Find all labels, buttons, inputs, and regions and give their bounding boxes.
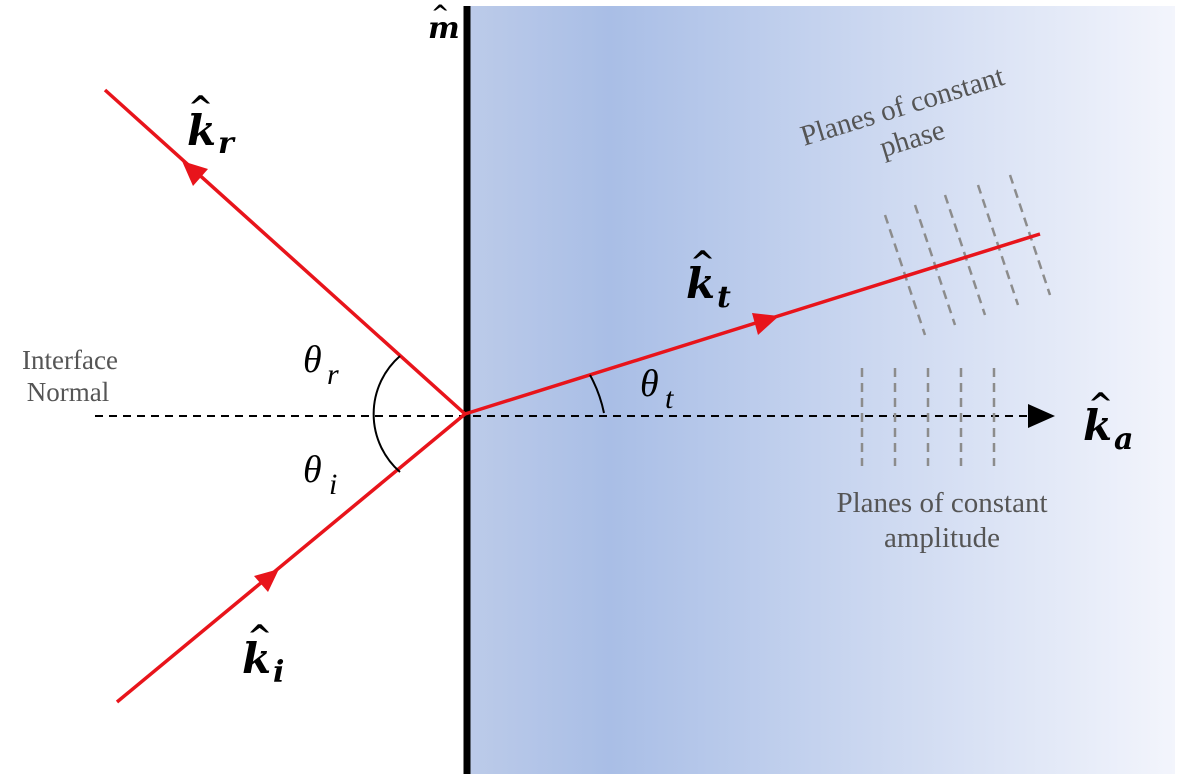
incident-arrowhead — [254, 569, 279, 592]
planes-of-constant-amplitude — [860, 368, 996, 466]
theta-t-subscript: t — [665, 382, 674, 415]
k-r-subscript: r — [218, 126, 236, 161]
theta-t-arc — [589, 374, 605, 414]
theta-t-label: θ — [640, 363, 659, 405]
k-i-caret: ^ — [247, 619, 272, 654]
k-a-caret: ^ — [1088, 387, 1113, 422]
transmitted-arrowhead — [752, 313, 779, 335]
theta-ri-arc — [372, 355, 401, 473]
interface-normal-text-line2: Normal — [27, 377, 109, 407]
absorbing-medium — [468, 6, 1175, 774]
k-t-label: k — [686, 259, 715, 308]
reflected-arrowhead — [182, 161, 208, 186]
theta-r-subscript: r — [327, 358, 339, 391]
m-hat-label: m — [428, 11, 460, 46]
amplitude-caption-line1: Planes of constant — [836, 487, 1047, 519]
k-r-label: k — [187, 106, 216, 155]
k-a-subscript: a — [1114, 422, 1133, 457]
m-hat-caret: ^ — [431, 1, 449, 27]
amplitude-caption-line2: amplitude — [884, 522, 1000, 554]
interface-normal-text-line1: Interface — [22, 345, 118, 375]
k-t-caret: ^ — [690, 245, 715, 280]
transmitted-ray — [464, 232, 1041, 416]
k-i-label: k — [242, 634, 271, 683]
theta-i-label: θ — [303, 449, 322, 491]
incident-ray — [115, 412, 467, 704]
k-i-subscript: i — [273, 655, 284, 690]
k-a-arrowhead — [1028, 404, 1055, 428]
reflected-ray — [103, 88, 467, 416]
theta-i-subscript: i — [329, 468, 337, 501]
k-a-label: k — [1083, 401, 1112, 450]
k-r-caret: ^ — [188, 90, 213, 125]
k-t-subscript: t — [717, 280, 731, 315]
theta-r-label: θ — [303, 339, 322, 381]
